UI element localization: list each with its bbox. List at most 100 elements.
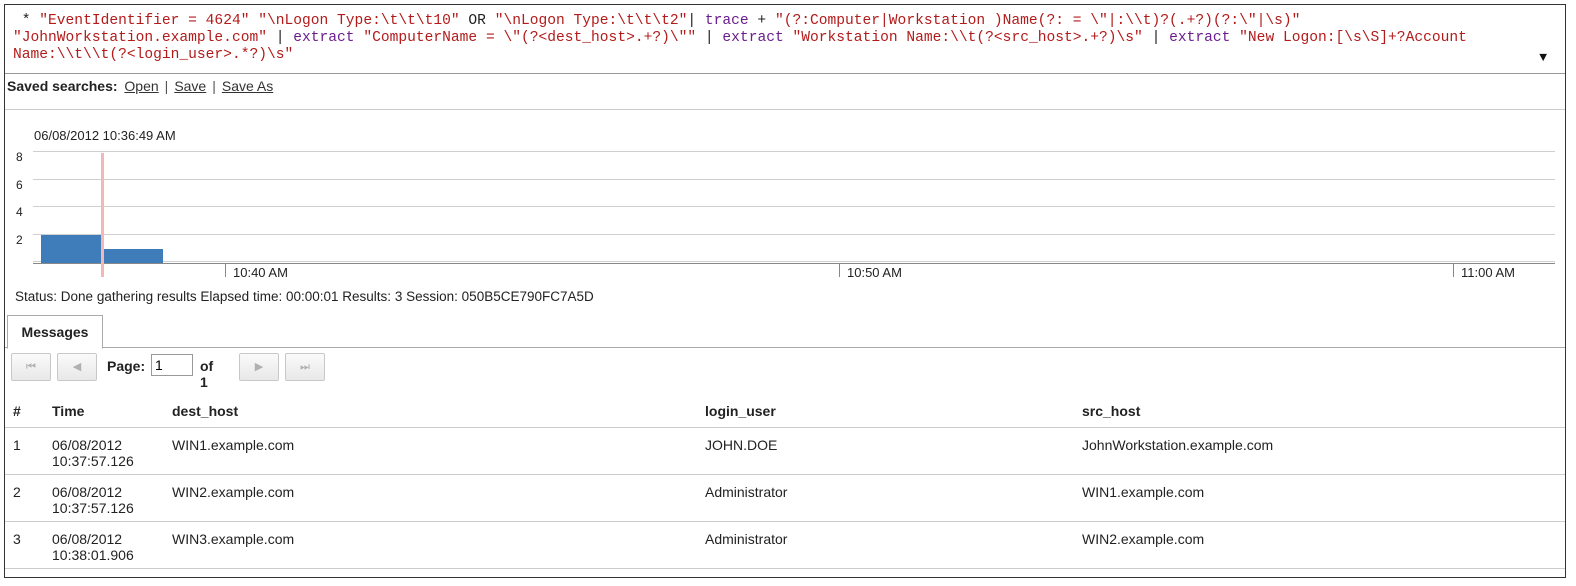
timeline-bar[interactable] <box>103 249 163 263</box>
x-tick-label: 10:40 AM <box>233 265 288 280</box>
query-string: "Workstation Name:\\t(?<src_host>.+?)\s" <box>792 30 1143 46</box>
saved-searches-label: Saved searches: <box>7 78 118 94</box>
row-login-user: JOHN.DOE <box>705 437 778 453</box>
query-dropdown-icon[interactable]: ▼ <box>1539 50 1547 65</box>
search-query-box[interactable]: * "EventIdentifier = 4624" "\nLogon Type… <box>5 5 1565 74</box>
row-src-host: JohnWorkstation.example.com <box>1082 437 1274 453</box>
first-page-button[interactable]: ⏮ <box>11 353 51 381</box>
session-label: Session: <box>406 289 458 304</box>
timeline-panel: 06/08/2012 10:36:49 AM 2 4 6 8 10:40 AM 10:50… <box>5 109 1565 304</box>
query-string: "(?:Computer|Workstation )Name(?: = \"|:… <box>774 13 1301 29</box>
page-label: Page: <box>107 358 146 374</box>
timeline-timestamp: 06/08/2012 10:36:49 AM <box>34 128 176 143</box>
row-src-host: WIN1.example.com <box>1082 484 1205 500</box>
timeline-cursor <box>101 153 104 277</box>
page-number-input[interactable] <box>151 354 193 376</box>
row-login-user: Administrator <box>705 531 788 547</box>
column-header-num[interactable]: # <box>13 403 21 419</box>
column-header-src-host[interactable]: src_host <box>1082 403 1141 419</box>
query-line-2: "JohnWorkstation.example.com" | extract … <box>13 30 1467 47</box>
results-label: Results: <box>342 289 392 304</box>
timeline-bar[interactable] <box>41 234 101 263</box>
saved-open-link[interactable]: Open <box>124 78 159 94</box>
row-clock: 10:38:01.906 <box>52 547 134 563</box>
x-tick-label: 10:50 AM <box>847 265 902 280</box>
gridline <box>33 233 1555 235</box>
session-value: 050B5CE790FC7A5D <box>461 289 594 304</box>
query-string: "ComputerName = \"(?<dest_host>.+?)\"" <box>363 30 697 46</box>
page-count-label: of 1 <box>200 358 214 390</box>
query-line-1: * "EventIdentifier = 4624" "\nLogon Type… <box>13 13 1301 30</box>
saved-save-as-link[interactable]: Save As <box>221 78 274 94</box>
query-keyword: extract <box>293 30 355 46</box>
row-dest-host: WIN2.example.com <box>172 484 295 500</box>
separator: | <box>164 78 169 94</box>
status-text: Done gathering results <box>60 289 197 304</box>
x-tick <box>839 263 840 277</box>
query-string: "\nLogon Type:\t\t\t2" <box>494 13 688 29</box>
saved-searches-bar: Saved searches: Open | Save | Save As <box>7 78 276 94</box>
column-header-dest-host[interactable]: dest_host <box>172 403 239 419</box>
row-dest-host: WIN3.example.com <box>172 531 295 547</box>
query-keyword: extract <box>1169 30 1231 46</box>
query-string: "JohnWorkstation.example.com" <box>13 30 267 46</box>
query-string: Name:\\t\\t(?<login_user>.*?)\s" <box>13 47 294 63</box>
x-axis <box>33 263 1555 264</box>
y-tick-label: 4 <box>16 205 23 219</box>
query-keyword: extract <box>722 30 784 46</box>
y-tick-label: 8 <box>16 150 23 164</box>
query-text: OR <box>459 13 495 29</box>
y-tick-label: 2 <box>16 232 23 247</box>
row-dest-host: WIN1.example.com <box>172 437 295 453</box>
query-text <box>1230 30 1239 46</box>
last-page-button[interactable]: ⏭ <box>285 353 325 381</box>
gridline <box>33 151 1555 152</box>
query-text: | <box>687 13 705 29</box>
prev-page-button[interactable]: ◀ <box>57 353 97 381</box>
column-header-time[interactable]: Time <box>52 403 85 419</box>
gridline <box>33 261 1555 262</box>
query-keyword: trace <box>704 13 749 29</box>
status-line: Status: Done gathering results Elapsed t… <box>15 289 594 304</box>
query-text: | <box>1142 30 1170 46</box>
results-tabbar: Messages <box>5 311 1565 349</box>
gridline <box>33 206 1555 207</box>
row-clock: 10:37:57.126 <box>52 453 134 469</box>
column-header-login-user[interactable]: login_user <box>705 403 776 419</box>
row-number: 3 <box>13 531 21 547</box>
search-app-frame: * "EventIdentifier = 4624" "\nLogon Type… <box>4 4 1566 578</box>
row-login-user: Administrator <box>705 484 788 500</box>
next-page-button[interactable]: ▶ <box>239 353 279 381</box>
row-date: 06/08/2012 <box>52 484 123 500</box>
query-text: + <box>748 13 775 29</box>
tab-messages[interactable]: Messages <box>7 315 103 349</box>
row-date: 06/08/2012 <box>52 437 123 453</box>
elapsed-label: Elapsed time: <box>200 289 283 304</box>
saved-save-link[interactable]: Save <box>174 78 207 94</box>
row-number: 1 <box>13 437 21 453</box>
query-line-3: Name:\\t\\t(?<login_user>.*?)\s" <box>13 47 293 64</box>
x-tick <box>225 263 226 277</box>
x-tick-label: 11:00 AM <box>1461 265 1515 280</box>
elapsed-value: 00:00:01 <box>285 289 339 304</box>
query-text: | <box>266 30 294 46</box>
y-tick-label: 6 <box>16 177 23 192</box>
results-value: 3 <box>394 289 403 304</box>
gridline <box>33 178 1555 180</box>
query-string: "EventIdentifier = 4624" "\nLogon Type:\… <box>39 13 460 29</box>
x-tick <box>1453 263 1454 277</box>
separator: | <box>212 78 216 94</box>
row-number: 2 <box>13 484 21 500</box>
row-date: 06/08/2012 <box>52 531 123 547</box>
timeline-chart[interactable]: 2 4 6 8 10:40 AM 10:50 AM 11:00 AM <box>16 150 1555 280</box>
status-prefix: Status: <box>15 289 58 304</box>
row-clock: 10:37:57.126 <box>52 500 134 516</box>
row-src-host: WIN2.example.com <box>1082 531 1205 547</box>
table-header: # Time dest_host login_user src_host <box>5 393 1565 428</box>
